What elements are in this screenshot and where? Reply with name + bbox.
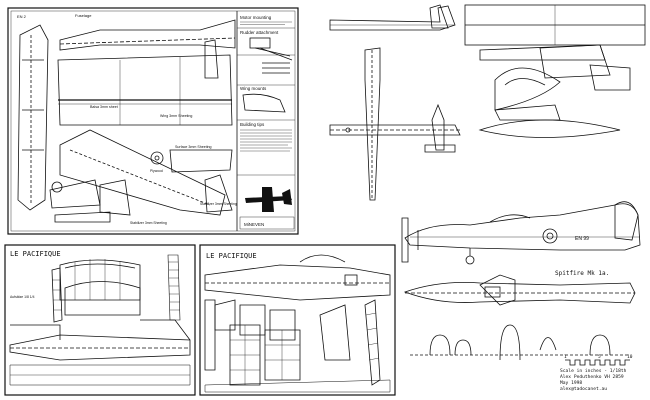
- scale-tick-5: 5: [598, 354, 601, 360]
- author-block: MiNEVEN: [244, 222, 264, 227]
- info-line-1: Scale in inches - 1/18th: [560, 368, 627, 374]
- plywood-label: Plywood: [150, 169, 163, 173]
- info-heading-rudder: Rudder attachment: [240, 30, 279, 35]
- info-line-2: Alex Peduthenko VH 2859: [560, 374, 624, 380]
- fuse-label: Surface 3mm Sheeting: [175, 145, 212, 149]
- scale-tick-1: 1: [564, 354, 567, 360]
- sheet-2-section-label: Aufsätze 1/8 1/4: [10, 295, 35, 299]
- info-line-4: alex@tadocanet.au: [560, 386, 607, 392]
- sheet-2: LE PACIFIQUE Aufsätze 1/8 1/4: [4, 244, 196, 396]
- info-heading-motor: Motor mounting: [240, 15, 272, 20]
- scale-tick-10: 10: [627, 354, 633, 360]
- wing-label-top: Balsa 3mm sheet: [90, 105, 118, 109]
- sheet-2-title: LE PACIFIQUE: [10, 250, 61, 258]
- parts-top: [329, 4, 646, 201]
- sheet-1-border: [7, 7, 299, 235]
- info-heading-tips: Building tips: [240, 122, 265, 127]
- plywood-disc: [150, 151, 164, 165]
- info-heading-wing: Wing mounts: [240, 86, 267, 91]
- sheet-2-border: [4, 244, 196, 396]
- spitfire-code: EN 99: [575, 236, 589, 242]
- spitfire-caption: Spitfire Mk 1a.: [555, 270, 609, 277]
- scale-bar: [565, 359, 630, 366]
- stab-caption: Stabilizer 3mm Sheeting: [130, 221, 167, 225]
- sheet-3-title: LE PACIFIQUE: [206, 252, 257, 260]
- svg-text:EN 2: EN 2: [17, 14, 27, 19]
- silhouette-icon: [245, 187, 292, 212]
- stab-label: Stabilizer 3mm Sheeting: [200, 202, 237, 206]
- sheet-1: Motor mounting Rudder attachment Wing mo…: [7, 7, 299, 235]
- sheet-3: LE PACIFIQUE: [199, 244, 396, 396]
- sheet-3-border: [199, 244, 396, 396]
- info-line-3: May 1998: [560, 380, 582, 386]
- wing-label-mid: Wing 3mm Sheeting: [160, 114, 192, 118]
- svg-text:Fuselage: Fuselage: [75, 13, 92, 18]
- spitfire-drawing: EN 99 Spitfire Mk 1a. 1 5 10 Scale in in…: [401, 201, 641, 392]
